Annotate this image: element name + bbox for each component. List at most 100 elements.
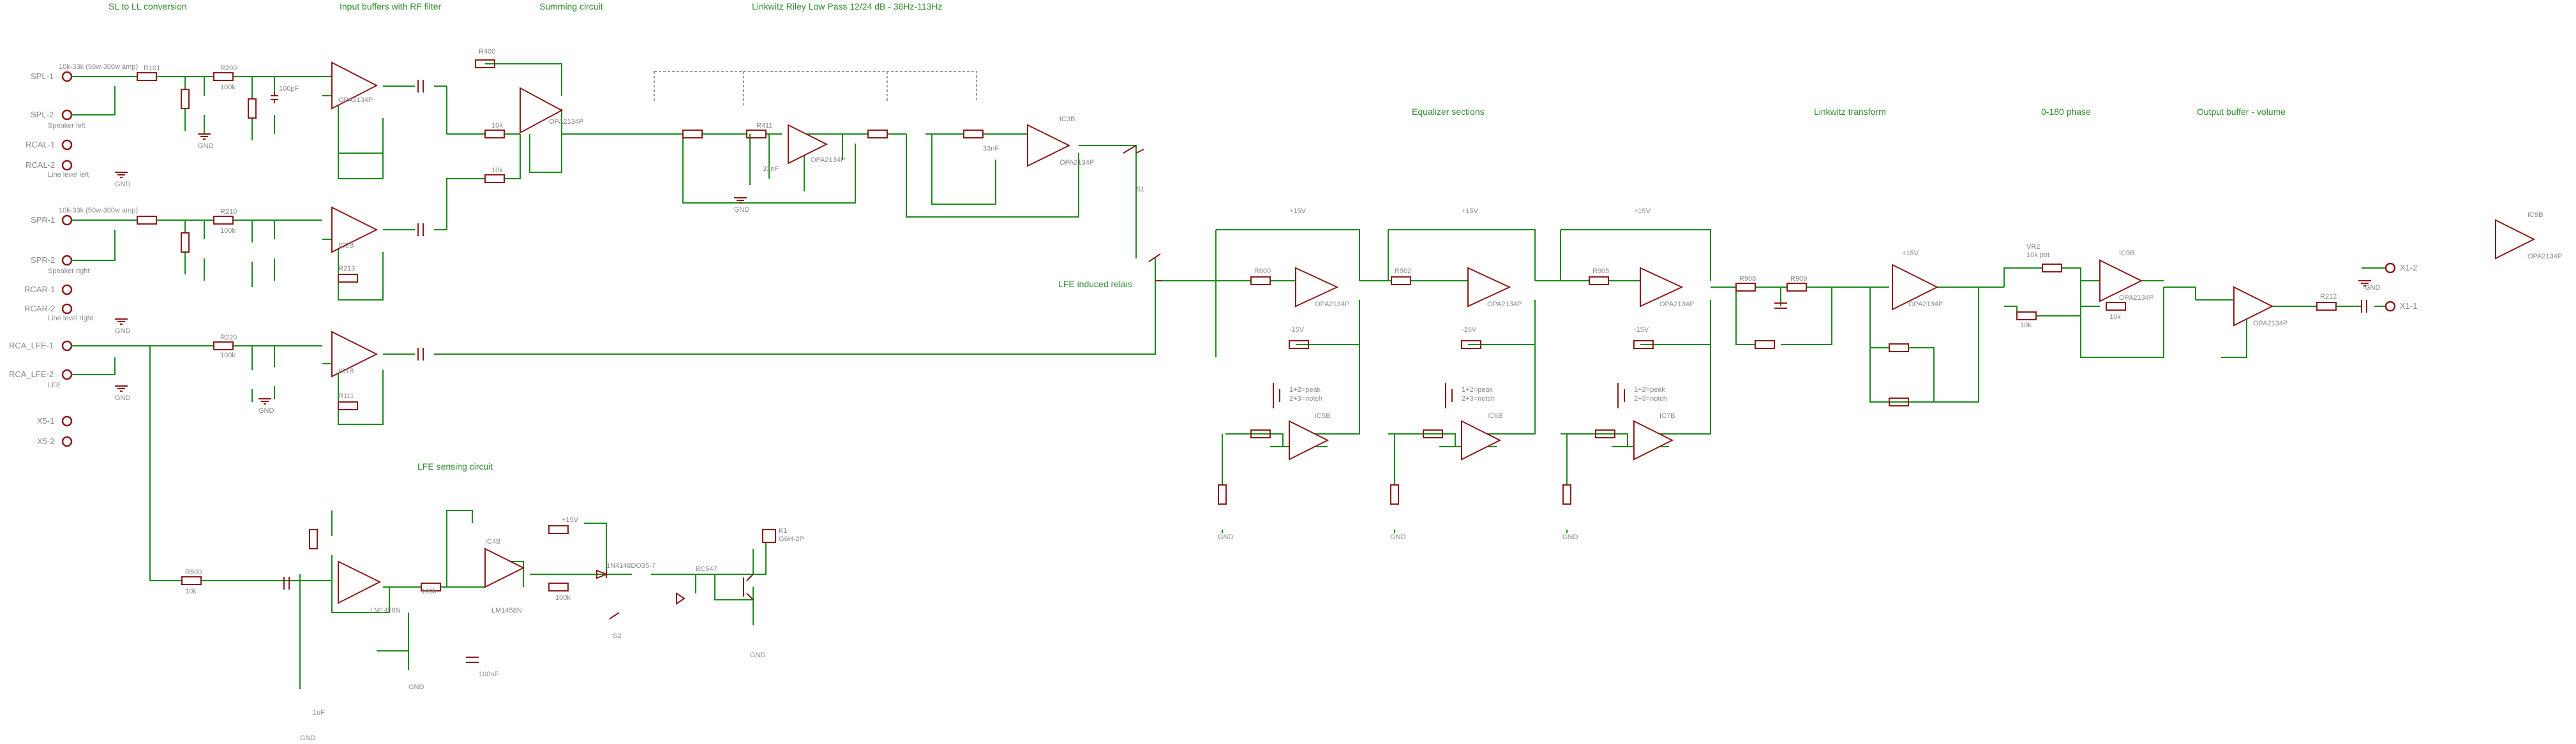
input-note: 10k-33k (50w-300w amp)	[59, 207, 138, 214]
pot-p3[interactable]	[1617, 383, 1625, 408]
resistor-r602	[1755, 340, 1775, 349]
resistor-r521	[1633, 340, 1654, 349]
opamp-label: OPA2134P	[549, 118, 583, 126]
eq-mode-peak: 1+2=peak	[1289, 386, 1321, 394]
switch-s2[interactable]	[609, 612, 620, 620]
eq-mode-peak: 1+2=peak	[1634, 386, 1665, 394]
resistor-r700	[2016, 311, 2037, 320]
opamp-label: OPA2134P	[1659, 301, 1694, 308]
pot-vr2[interactable]	[2042, 264, 2062, 272]
input-label: SPL-2	[31, 110, 54, 119]
input-label: RCAL-2	[26, 160, 55, 170]
resistor-r102	[181, 89, 190, 109]
resistor-r500	[1250, 276, 1271, 285]
input-connectors: SPL-1 10k-33k (50w-300w amp) SPL-2 Speak…	[9, 63, 138, 447]
opamp-ref: IC4B	[485, 538, 500, 546]
connector-rcar2[interactable]	[61, 303, 73, 315]
diode-d1	[596, 569, 608, 579]
opamp-ref: IC9B	[2527, 211, 2543, 219]
connector-x1-2[interactable]	[2385, 262, 2396, 274]
capacitor-c900	[283, 577, 290, 590]
input-note: LFE	[48, 382, 61, 389]
gnd-label: GND	[300, 734, 316, 742]
resistor-r701	[2106, 302, 2126, 311]
switch-label: S1	[1136, 186, 1144, 193]
opamp-label: OPA2134P	[1487, 301, 1522, 308]
connector-x5-2[interactable]	[61, 436, 73, 447]
pot-p2[interactable]	[1445, 383, 1453, 408]
lfe-relay-switch	[1135, 185, 1217, 357]
transistor-t1	[743, 574, 754, 600]
resistor-ref: R400	[479, 48, 495, 56]
resistor-ref: R210	[220, 208, 237, 216]
resistor-r510	[1391, 276, 1411, 285]
opamp-ic8a	[1892, 264, 1939, 311]
value-label: 10k	[491, 167, 503, 174]
right-input-stage: IC2B R210 100k R213	[71, 206, 447, 301]
gnd-label: GND	[750, 651, 766, 659]
opamp-output	[2233, 286, 2274, 327]
lfe-input-stage: IC1B R220 100k R111	[71, 300, 1156, 581]
pot-p1[interactable]	[1273, 383, 1280, 408]
input-note: Line level right	[48, 315, 93, 322]
connector-rcal1[interactable]	[61, 139, 73, 151]
gnd-label: GND	[2365, 284, 2381, 292]
opamp-label: LM1458N	[370, 607, 401, 614]
connector-x5-1[interactable]	[61, 415, 73, 427]
linkwitz-riley-filter: OPA2134P OPA2134P IC3B R411 33nF 33nF S1	[606, 71, 1144, 218]
output-label: X1-2	[2400, 263, 2417, 272]
connector-spr2[interactable]	[61, 255, 73, 266]
input-note: 10k-33k (50w-300w amp)	[59, 63, 138, 71]
resistor-r800	[2316, 302, 2337, 311]
opamp-ic4a	[788, 124, 828, 165]
opamp-label: OPA2134P	[2119, 294, 2153, 302]
connector-x1-1[interactable]	[2385, 301, 2396, 312]
opamp-ic4a-sense	[338, 560, 382, 604]
connector-rcalfe1[interactable]	[61, 340, 73, 352]
relay-coil-k1	[762, 529, 776, 543]
connector-rcalfe2[interactable]	[61, 369, 73, 380]
resistor-r522	[1595, 429, 1615, 438]
opamp-ic7a	[1640, 267, 1684, 308]
resistor-r210	[213, 216, 234, 225]
connector-rcar1[interactable]	[61, 284, 73, 295]
opamp-ic2a	[331, 61, 378, 110]
resistor-ref: R800	[1254, 267, 1271, 275]
resistor-r301	[475, 59, 495, 68]
resistor-r512	[1423, 429, 1443, 438]
resistor-r600	[1735, 283, 1756, 292]
resistor-ref: R500	[185, 569, 202, 576]
input-label: RCAL-1	[26, 140, 55, 149]
opamp-ic7b	[1633, 420, 1674, 461]
supply-label: -15V	[1462, 326, 1477, 334]
resistor-r200	[213, 72, 234, 81]
resistor-r101	[137, 72, 157, 81]
connector-rcal2[interactable]	[61, 160, 73, 171]
output-label: X1-1	[2400, 301, 2417, 311]
gnd-label: GND	[1562, 533, 1578, 541]
switch-s1[interactable]	[1123, 145, 1144, 154]
resistor-r903	[421, 583, 441, 591]
connector-spr1[interactable]	[61, 214, 73, 226]
opamp-ic3b	[1027, 124, 1071, 167]
relay-contact-k1[interactable]	[1148, 253, 1162, 281]
resistor-ref: R905	[1592, 267, 1609, 275]
opamp-label: LM1458N	[491, 607, 522, 614]
input-label: X5-2	[37, 436, 54, 446]
connector-spl1[interactable]	[61, 71, 73, 82]
section-lfe-relais: LFE induced relais	[1058, 279, 1132, 289]
gnd-label: GND	[1390, 533, 1406, 541]
input-label: X5-1	[37, 416, 54, 426]
equalizer-section-2: OPA2134P IC6B R902 1+2=peak 2+3=notch +1…	[1359, 207, 1536, 541]
opamp-ref: IC3B	[1060, 115, 1075, 123]
resistor-r201	[248, 98, 257, 119]
input-note: Line level left	[48, 171, 89, 179]
section-linkwitz-riley: Linkwitz Riley Low Pass 12/24 dB - 36Hz-…	[752, 1, 943, 11]
supply-label: +15V	[562, 516, 579, 524]
connector-spl2[interactable]	[61, 109, 73, 121]
resistor-r908	[548, 583, 569, 591]
gnd-label: GND	[1218, 533, 1234, 541]
linkwitz-transform: OPA2134P R908 R909 +15V	[1711, 249, 2004, 406]
resistor-r400	[682, 130, 703, 138]
gnd-label: GND	[734, 206, 750, 214]
